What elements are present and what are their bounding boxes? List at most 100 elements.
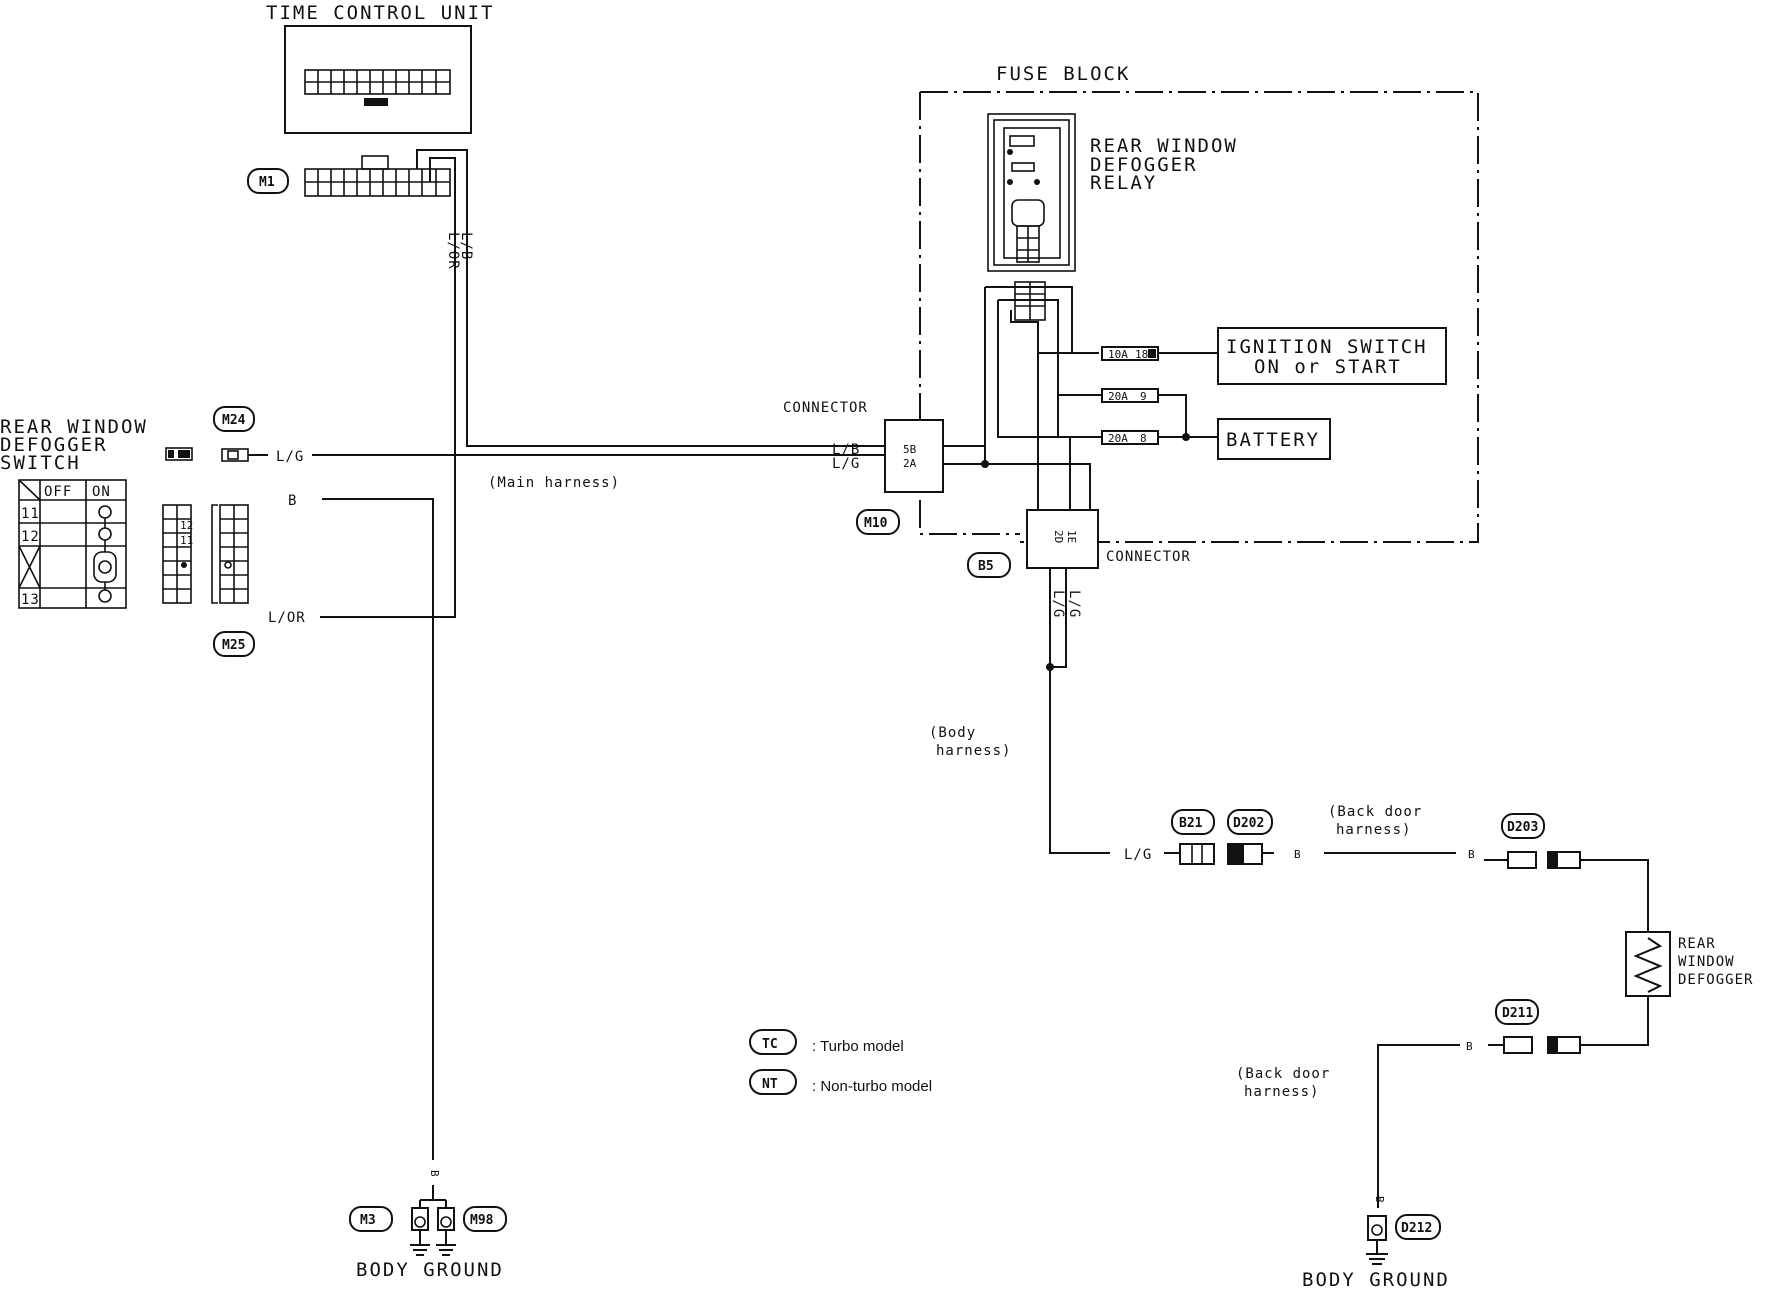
- defogger-label-2: WINDOW: [1678, 954, 1735, 970]
- fuse-block-boundary: [919, 91, 1479, 543]
- switch-row-12: 12: [21, 529, 40, 545]
- body-ground-right-label: BODY GROUND: [1302, 1269, 1450, 1291]
- d211-code-badge: [1495, 999, 1539, 1025]
- d203-connector-icon: [1484, 851, 1649, 932]
- d202-code-badge: [1227, 809, 1273, 835]
- switch-title-3: SWITCH: [0, 452, 81, 474]
- m10-wire-top-label: L/B: [832, 442, 860, 458]
- back-door-harness-1-line1: (Back door: [1328, 804, 1422, 820]
- b5-code-badge: [967, 552, 1011, 578]
- battery: BATTERY: [1217, 418, 1331, 460]
- m1-lb-label: L/B: [458, 232, 474, 260]
- m24-lg-label: L/G: [276, 449, 304, 465]
- connector-m25: B L/OR M25: [213, 493, 434, 1160]
- connector-m1: M1 L/B L/OR: [247, 149, 474, 380]
- d203-code-badge: [1501, 813, 1545, 839]
- m3-code: M3: [360, 1213, 376, 1228]
- ground-symbol-icon: [1366, 1215, 1388, 1265]
- switch-header-off: OFF: [44, 484, 72, 500]
- m10-pin-bottom: 2A: [903, 457, 917, 470]
- rear-window-defogger: REAR WINDOW DEFOGGER: [1580, 931, 1753, 1046]
- defogger-label-3: DEFOGGER: [1678, 972, 1753, 988]
- ground-symbol-icon: [410, 1207, 430, 1256]
- m25-lor-label: L/OR: [268, 610, 306, 626]
- body-harness-label-1: (Body: [929, 725, 976, 741]
- back-door-harness-1-line2: harness): [1336, 822, 1411, 838]
- m24-connector-icon: [221, 448, 249, 462]
- m10-out-wires: [943, 445, 1091, 510]
- time-control-unit-box: [284, 25, 472, 134]
- fuse-wire-bat: [998, 299, 1072, 396]
- ignition-switch-line1: IGNITION SWITCH: [1226, 336, 1428, 358]
- switch-header-on: ON: [92, 484, 111, 500]
- d212-code-badge: [1395, 1214, 1441, 1240]
- switch-title-2: DEFOGGER: [0, 434, 108, 456]
- wire-lor-main: [320, 280, 456, 618]
- legend-tc-badge: [749, 1029, 797, 1055]
- b5-out-wires: [1049, 568, 1067, 668]
- relay-label-3: RELAY: [1090, 172, 1157, 194]
- fuse-bat2-rating: 20A: [1108, 432, 1128, 445]
- fuse-ign-rating: 10A: [1108, 348, 1128, 361]
- fuse-bat1-rating: 20A: [1108, 390, 1128, 403]
- connector-b5: 2D 1E CONNECTOR B5 L/G L/G: [967, 509, 1191, 671]
- fuse-20a-9: 20A 9: [1101, 388, 1159, 403]
- m10-code-badge: [856, 509, 900, 535]
- d203-b-label: B: [1468, 848, 1475, 861]
- m98-code: M98: [470, 1213, 494, 1228]
- fuse-10a: 10A 18: [1101, 346, 1159, 361]
- fuse-bat2-number: 8: [1140, 432, 1147, 445]
- fuse-block: FUSE BLOCK REAR WINDOW DEFOGGER RELAY: [919, 63, 1479, 543]
- legend-tc-text: : Turbo model: [812, 1038, 904, 1055]
- time-control-unit: TIME CONTROL UNIT: [266, 2, 494, 134]
- b5-pin-2d: 2D: [1052, 530, 1065, 543]
- b5-wire-label-1: L/G: [1050, 590, 1066, 618]
- connector-b21-d202: L/G B21 D202 B: [1124, 809, 1456, 865]
- m1-connector-icon: [304, 155, 451, 197]
- connector-m24: M24 L/G: [213, 406, 830, 465]
- wire-m25-b: [322, 498, 434, 1160]
- body-harness-label-2: harness): [936, 743, 1011, 759]
- connector-b5-title: CONNECTOR: [1106, 549, 1191, 565]
- battery-label: BATTERY: [1226, 429, 1320, 451]
- legend-tc-code: TC: [762, 1037, 778, 1052]
- right-body-ground: B D212 BODY GROUND: [1302, 1196, 1450, 1291]
- fuse-wire-ign: [1010, 310, 1099, 354]
- m10-pin-wires: [830, 445, 885, 456]
- connector-m10-title: CONNECTOR: [783, 400, 868, 416]
- d212-b-label: B: [1373, 1196, 1386, 1203]
- b21-connector-icon: [1164, 843, 1215, 865]
- legend-nt-text: : Non-turbo model: [812, 1078, 932, 1095]
- m25-code-badge: [213, 631, 255, 657]
- switch-pin-11: 11: [180, 534, 193, 547]
- wire-back-door-2: [1377, 1044, 1460, 1208]
- legend-nt-badge: [749, 1069, 797, 1095]
- d211-b-label: B: [1466, 1040, 1473, 1053]
- b21-code: B21: [1179, 816, 1203, 831]
- switch-pin-connector: 12 11: [162, 504, 193, 604]
- connector-d211: D211 B: [1377, 999, 1581, 1208]
- switch-row-13: 13: [21, 592, 40, 608]
- resistor-zigzag-icon: [1633, 937, 1663, 993]
- m10-code: M10: [864, 516, 888, 531]
- relay-label-1: REAR WINDOW: [1090, 135, 1238, 157]
- defogger-label-1: REAR: [1678, 936, 1716, 952]
- fuse-block-title: FUSE BLOCK: [996, 63, 1130, 85]
- b5-pin-1e: 1E: [1065, 530, 1078, 543]
- m25-connector-icon: [211, 504, 249, 604]
- time-control-unit-title: TIME CONTROL UNIT: [266, 2, 494, 24]
- m24-code: M24: [222, 413, 246, 428]
- m1-code-badge: [247, 168, 289, 194]
- legend: TC : Turbo model NT : Non-turbo model: [749, 1029, 932, 1095]
- m98-code-badge: [463, 1206, 507, 1232]
- switch-table: OFF ON 11 12 13: [18, 479, 127, 609]
- b21-code-badge: [1171, 809, 1215, 835]
- d211-connector-icon: [1488, 1036, 1581, 1054]
- junction-dot-icon: [1182, 433, 1190, 441]
- relay-label-2: DEFOGGER: [1090, 154, 1198, 176]
- switch-title-1: REAR WINDOW: [0, 416, 148, 438]
- wire-defogger-return: [1580, 996, 1649, 1046]
- m1-lor-label: L/OR: [445, 232, 461, 270]
- d202-code: D202: [1233, 816, 1264, 831]
